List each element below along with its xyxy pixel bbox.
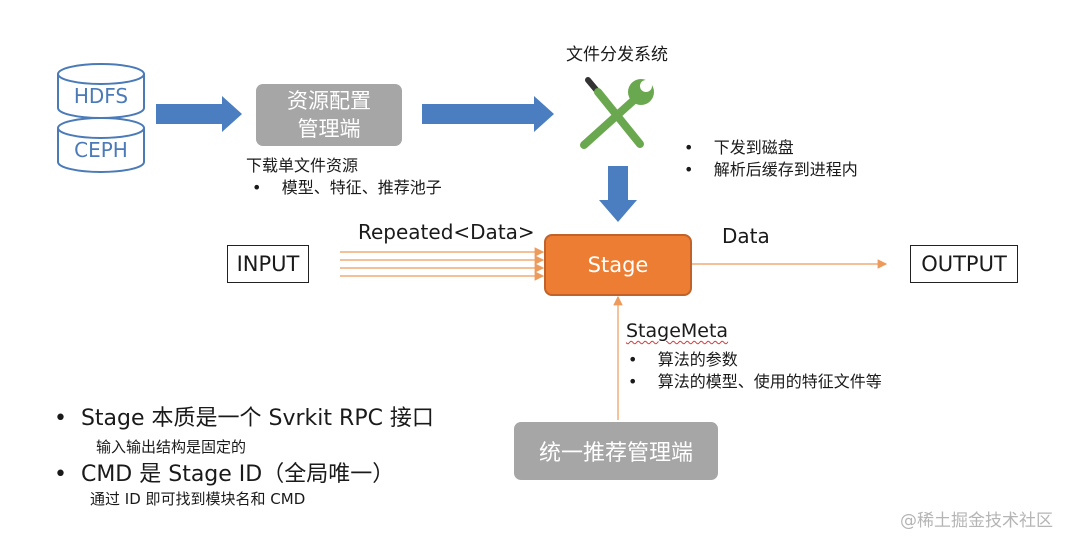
stagemeta-bullet-2: • 算法的模型、使用的特征文件等	[628, 372, 882, 391]
bullet-dot-icon: •	[628, 372, 658, 391]
resource-config-box: 资源配置 管理端	[256, 84, 402, 146]
storage-to-config-arrow	[156, 96, 242, 132]
bullet-dot-icon: •	[252, 178, 282, 197]
download-note-title: 下载单文件资源	[246, 156, 359, 175]
input-arrows	[340, 247, 545, 281]
ceph-cylinder-icon	[57, 117, 145, 173]
config-to-dist-arrow	[422, 96, 554, 132]
output-box: OUTPUT	[910, 245, 1018, 283]
dist-to-stage-arrow	[599, 166, 637, 222]
bullet-dot-icon: •	[684, 160, 714, 179]
hdfs-label: HDFS	[73, 84, 129, 108]
tools-icon	[580, 77, 654, 149]
data-label: Data	[722, 224, 770, 248]
ceph-label: CEPH	[74, 138, 128, 162]
note-1-sub: 输入输出结构是固定的	[96, 438, 247, 456]
file-dist-bullet-1: • 下发到磁盘	[684, 138, 794, 157]
bullet-dot-icon: •	[628, 350, 658, 369]
hdfs-cylinder-icon	[57, 63, 145, 119]
bullet-dot-icon: •	[54, 462, 81, 487]
download-note-bullet: • 模型、特征、推荐池子	[252, 178, 442, 197]
resource-config-line1: 资源配置	[287, 89, 371, 113]
bullet-dot-icon: •	[54, 406, 81, 431]
resource-config-line2: 管理端	[297, 117, 361, 141]
note-2-sub: 通过 ID 即可找到模块名和 CMD	[90, 490, 306, 508]
repeated-data-label: Repeated<Data>	[358, 220, 535, 244]
recommend-admin-box: 统一推荐管理端	[514, 422, 718, 480]
note-1-main: • Stage 本质是一个 Svrkit RPC 接口	[54, 406, 434, 431]
bullet-dot-icon: •	[684, 138, 714, 157]
stage-box: Stage	[544, 234, 692, 296]
watermark-text: @稀土掘金技术社区	[900, 511, 1053, 531]
stagemeta-bullet-1: • 算法的参数	[628, 350, 738, 369]
input-box: INPUT	[227, 245, 309, 283]
file-dist-bullet-2: • 解析后缓存到进程内	[684, 160, 858, 179]
note-2-main: • CMD 是 Stage ID（全局唯一）	[54, 462, 395, 487]
stagemeta-title: StageMeta	[626, 320, 729, 342]
file-dist-title: 文件分发系统	[566, 45, 668, 65]
